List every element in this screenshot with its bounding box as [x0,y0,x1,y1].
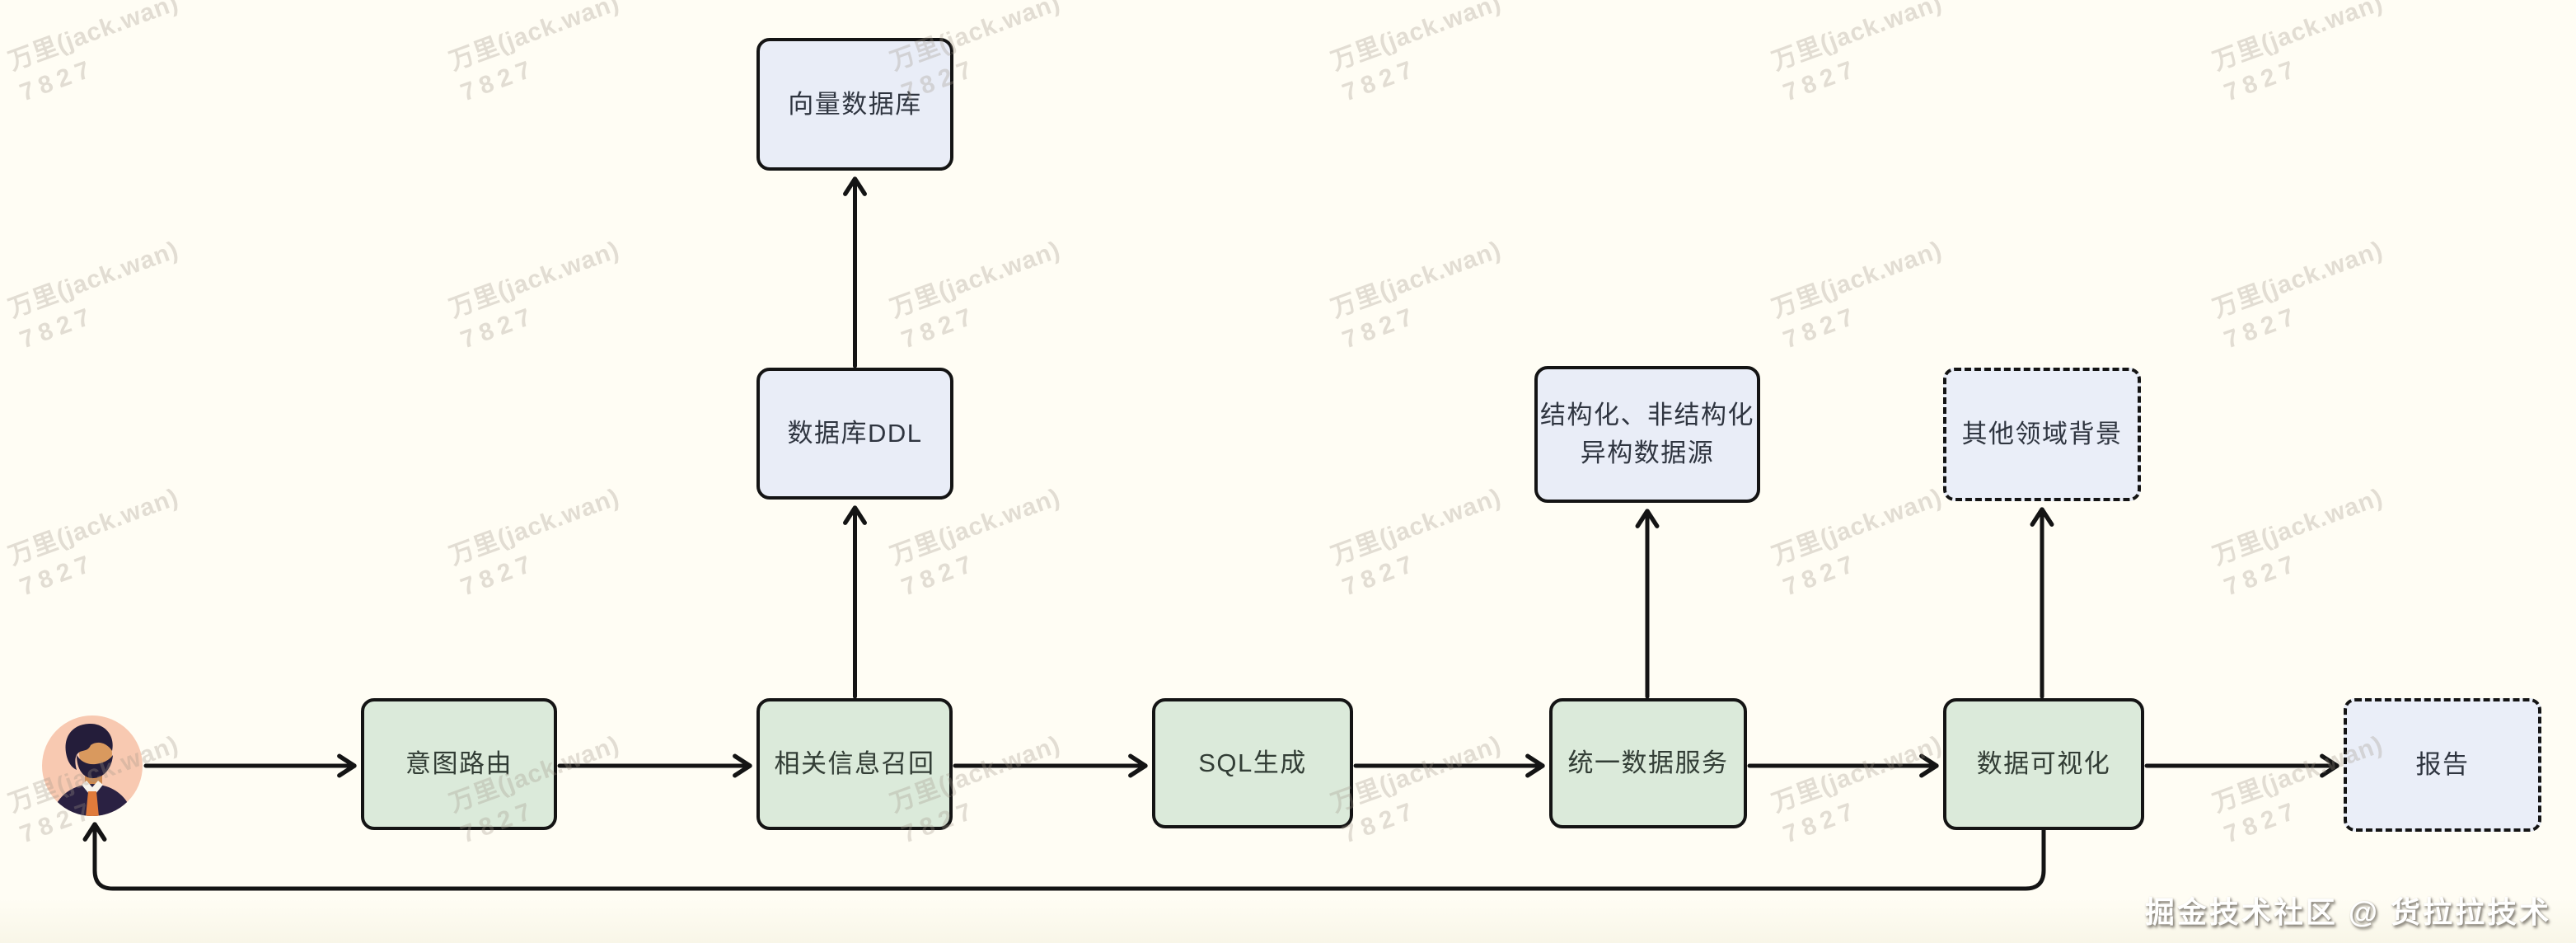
node-report: 报告 [2344,698,2541,832]
node-recall: 相关信息召回 [756,698,953,830]
node-intent: 意图路由 [361,698,557,830]
node-label: 相关信息召回 [774,749,935,778]
node-user [41,715,143,817]
node-label: 其他领域背景 [1961,420,2123,448]
node-label-line: 结构化、非结构化 [1540,401,1754,429]
node-unified: 统一数据服务 [1549,698,1747,828]
node-hetero: 结构化、非结构化异构数据源 [1534,366,1760,503]
node-label: 数据可视化 [1976,749,2111,778]
node-vector: 向量数据库 [756,38,953,171]
user-avatar-icon [42,715,143,816]
node-ddl: 数据库DDL [756,368,953,500]
node-label: 统一数据服务 [1567,748,1729,777]
arrow-viz-user [82,822,2046,891]
node-label: 数据库DDL [787,419,923,448]
node-label: 报告 [2415,750,2470,779]
node-label-line: 异构数据源 [1580,439,1715,467]
node-viz: 数据可视化 [1943,698,2144,830]
node-domain: 其他领域背景 [1943,368,2141,501]
node-sql: SQL生成 [1152,698,1353,828]
node-label: 意图路由 [405,749,513,778]
community-credit: 掘金技术社区 @ 货拉拉技术 [2144,895,2551,929]
node-label: SQL生成 [1198,748,1307,777]
node-label: 向量数据库 [788,89,922,119]
